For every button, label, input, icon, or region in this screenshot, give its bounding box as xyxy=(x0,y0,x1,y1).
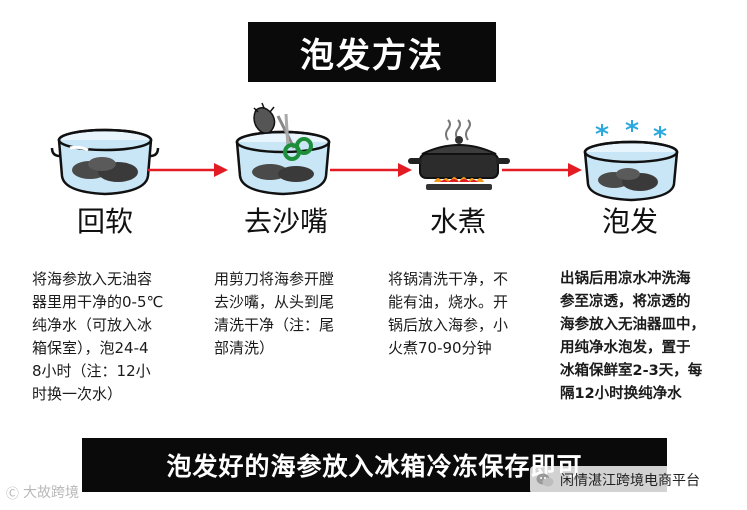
description-line: 器里用干净的0-5℃ xyxy=(32,293,164,311)
description-line: 去沙嘴，从头到尾 xyxy=(214,293,335,311)
scissors-bowl-icon xyxy=(235,102,331,196)
step-label-soak: 泡发 xyxy=(601,205,658,238)
watermark-right-text: 闲情湛江跨境电商平台 xyxy=(560,473,700,489)
watermark-left: Ⓒ 大故跨境 xyxy=(6,482,79,502)
description-line: 出锅后用凉水冲洗海 xyxy=(560,271,691,287)
description-line: 用剪刀将海参开膛 xyxy=(214,270,335,288)
description-line: 箱保室），泡24-4 xyxy=(32,339,149,357)
step-description-remove-sand: 用剪刀将海参开膛 去沙嘴，从头到尾 清洗干净（注：尾 部清洗） xyxy=(214,268,374,360)
step-label-soften: 回软 xyxy=(76,205,133,238)
description-line: 将锅清洗干净，不 xyxy=(388,270,509,288)
description-line: 能有油，烧水。开 xyxy=(388,293,509,311)
page-title: 泡发方法 xyxy=(248,22,496,82)
description-line: 火煮70-90分钟 xyxy=(388,339,492,357)
description-line: 锅后放入海参，小 xyxy=(388,316,509,334)
arrow-right-icon xyxy=(330,163,412,177)
description-line: 纯净水（可放入冰 xyxy=(32,316,153,334)
description-line: 用纯净水泡发，置于 xyxy=(560,340,691,356)
step-label-remove-sand: 去沙嘴 xyxy=(243,205,328,238)
arrow-right-icon xyxy=(148,163,228,177)
description-line: 8小时（注：12小 xyxy=(32,362,151,380)
logo-icon: Ⓒ xyxy=(6,486,20,502)
description-line: 隔12小时换纯净水 xyxy=(560,386,682,402)
step-description-soak: 出锅后用凉水冲洗海 参至凉透，将凉透的 海参放入无油器皿中， 用纯净水泡发，置于… xyxy=(560,268,742,406)
watermark-right: 闲情湛江跨境电商平台 xyxy=(530,466,730,494)
watermark-left-text: 大故跨境 xyxy=(23,485,80,501)
wechat-icon xyxy=(536,473,554,487)
glass-bowl-icon xyxy=(50,128,160,196)
step-description-boil: 将锅清洗干净，不 能有油，烧水。开 锅后放入海参，小 火煮70-90分钟 xyxy=(388,268,548,360)
arrow-right-icon xyxy=(502,163,582,177)
description-line: 冰箱保鲜室2-3天，每 xyxy=(560,363,703,379)
description-line: 将海参放入无油容 xyxy=(32,270,153,288)
step-description-soften: 将海参放入无油容 器里用干净的0-5℃ 纯净水（可放入冰 箱保室），泡24-4 … xyxy=(32,268,202,406)
description-line: 清洗干净（注：尾 xyxy=(214,316,335,334)
description-line: 海参放入无油器皿中， xyxy=(560,317,705,333)
chilled-bowl-icon xyxy=(583,120,679,202)
step-label-boil: 水煮 xyxy=(429,205,486,238)
description-line: 部清洗） xyxy=(214,339,275,357)
boiling-pot-icon xyxy=(408,119,510,190)
description-line: 参至凉透，将凉透的 xyxy=(560,294,691,310)
description-line: 时换一次水） xyxy=(32,385,123,403)
